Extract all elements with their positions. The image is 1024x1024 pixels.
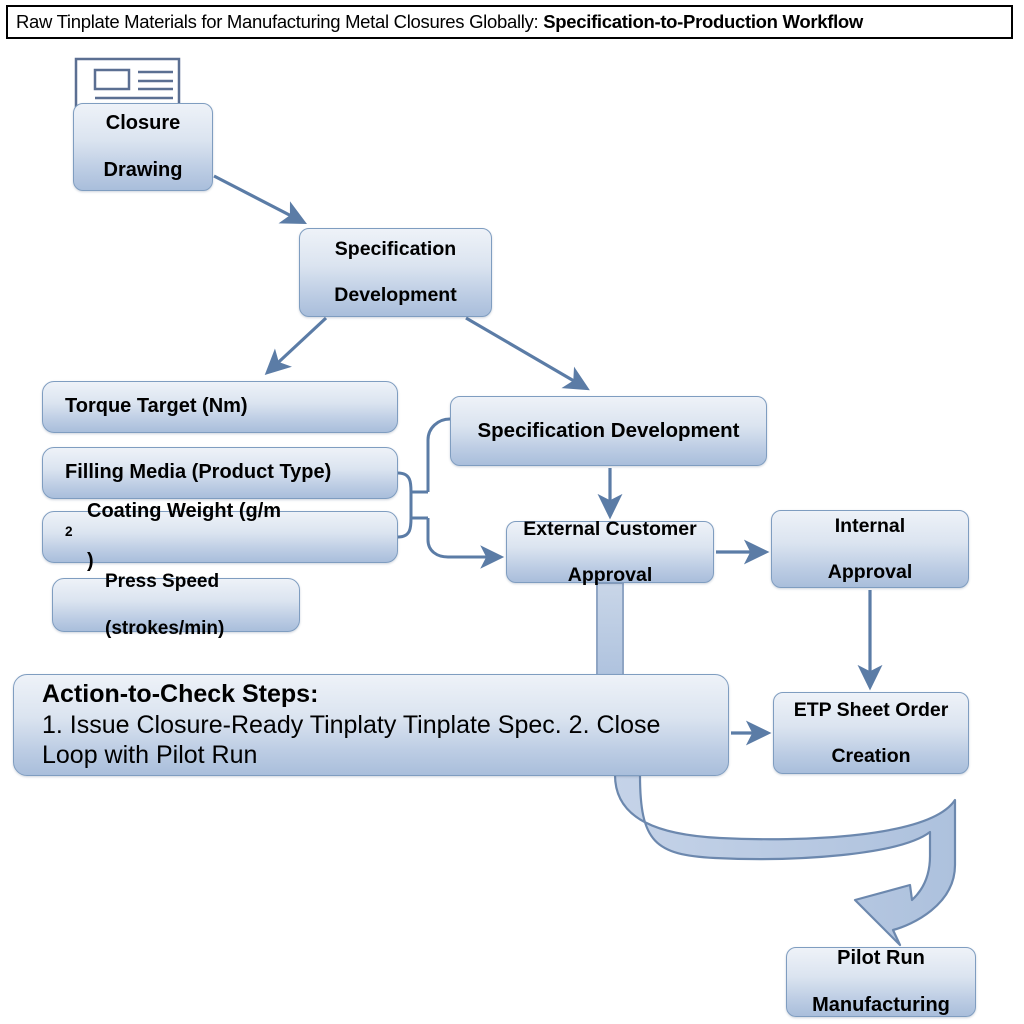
node-coating-weight[interactable]: Coating Weight (g/m 2) xyxy=(42,500,398,572)
pilot-run-line-2: Manufacturing xyxy=(812,993,950,1016)
coating-weight-superscript: 2 xyxy=(65,523,73,539)
int-approval-line-2: Approval xyxy=(827,560,913,583)
node-torque-target-label: Torque Target (Nm) xyxy=(65,395,248,418)
pilot-run-line-1: Pilot Run xyxy=(837,946,925,969)
node-filling-media-label: Filling Media (Product Type) xyxy=(65,461,332,484)
etp-line-2: Creation xyxy=(831,744,911,767)
node-action-to-check-steps-label: Action-to-Check Steps: 1. Issue Closure-… xyxy=(14,679,728,771)
document-layout-icon xyxy=(74,57,181,108)
node-torque-target[interactable]: Torque Target (Nm) xyxy=(42,381,398,433)
closure-drawing-line-2: Drawing xyxy=(103,158,183,181)
spec-dev-1-line-1: Specification xyxy=(334,238,457,260)
action-banner-lead: Action-to-Check Steps: xyxy=(42,680,319,709)
edge-spec-development-to-torque-target xyxy=(264,316,328,376)
edge-closure-drawing-to-spec-development xyxy=(213,174,307,225)
diagram-title-bar: Raw Tinplate Materials for Manufacturing… xyxy=(6,5,1013,39)
edge-external-approval-to-action-banner xyxy=(596,582,624,679)
edge-action-banner-to-pilot-run xyxy=(613,773,957,947)
title-bold-part: Specification-to-Production Workflow xyxy=(543,11,864,32)
node-press-speed[interactable]: Press Speed (strokes/min) xyxy=(52,571,300,639)
node-press-speed-label: Press Speed (strokes/min) xyxy=(53,570,236,640)
etp-line-1: ETP Sheet Order xyxy=(793,698,949,721)
ext-approval-line-2: Approval xyxy=(567,563,653,586)
node-action-to-check-steps[interactable]: Action-to-Check Steps: 1. Issue Closure-… xyxy=(13,674,729,776)
coating-weight-suffix: ) xyxy=(87,550,94,573)
press-speed-line-2: (strokes/min) xyxy=(105,617,225,639)
node-specification-development-2-label: Specification Development xyxy=(477,418,740,442)
node-filling-media[interactable]: Filling Media (Product Type) xyxy=(42,447,398,499)
ext-approval-line-1: External Customer xyxy=(523,517,697,540)
title-normal-part: Raw Tinplate Materials for Manufacturing… xyxy=(16,11,544,32)
action-banner-body: 1. Issue Closure-Ready Tinplaty Tinplate… xyxy=(42,710,661,770)
node-specification-development-2[interactable]: Specification Development xyxy=(450,396,767,466)
press-speed-line-1: Press Speed xyxy=(105,571,220,593)
spec-dev-1-line-2: Development xyxy=(334,284,457,306)
int-approval-line-1: Internal xyxy=(834,514,906,537)
node-coating-weight-label: Coating Weight (g/m 2) xyxy=(43,500,293,573)
page-title: Raw Tinplate Materials for Manufacturing… xyxy=(16,11,863,33)
coating-weight-prefix: Coating Weight (g/m xyxy=(87,500,282,523)
closure-drawing-line-1: Closure xyxy=(105,111,181,134)
edge-spec-development-to-spec-development-2 xyxy=(465,316,590,391)
